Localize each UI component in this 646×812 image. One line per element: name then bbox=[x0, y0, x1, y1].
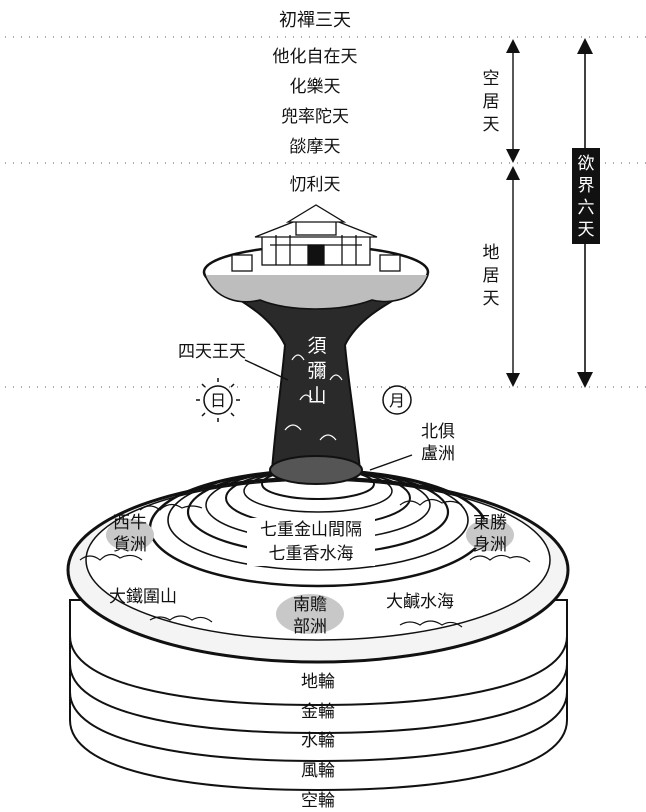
layer-band-line-2 bbox=[69, 663, 568, 735]
sumeru-summit-rocks bbox=[204, 274, 429, 310]
south-continent-label-1: 南贍 bbox=[293, 595, 327, 615]
heaven-label-tusita: 兜率陀天 bbox=[281, 107, 349, 127]
sun-icon bbox=[196, 378, 240, 422]
heaven-label-yama: 燄摩天 bbox=[290, 137, 341, 157]
sky-dwelling-label-char-3: 天 bbox=[483, 115, 500, 135]
sumeru-label-char-3: 山 bbox=[307, 385, 326, 407]
fragrant-seas-label: 七重香水海 bbox=[269, 544, 354, 564]
four-kings-pointer bbox=[244, 359, 289, 381]
west-continent-label-2: 貨洲 bbox=[113, 535, 147, 555]
sky-dwelling-label-char-2: 居 bbox=[483, 92, 500, 112]
desire-realm-box bbox=[572, 148, 600, 244]
heaven-label-nirmanarati: 化樂天 bbox=[290, 77, 341, 97]
mount-sumeru bbox=[202, 244, 430, 485]
trayastrimsa-palace bbox=[231, 204, 401, 272]
inner-seas-label-box bbox=[247, 518, 375, 566]
west-continent-label-1: 西牛 bbox=[113, 513, 147, 533]
layer-band-line-1 bbox=[69, 635, 568, 707]
sumeru-rock-highlights bbox=[284, 354, 343, 441]
earth-dwelling-label-char-2: 居 bbox=[483, 266, 500, 286]
south-continent-patch bbox=[276, 594, 344, 634]
sumeru-label-char-1: 須 bbox=[307, 335, 326, 357]
iron-mountain-label: 大鐵圍山 bbox=[109, 587, 177, 607]
earth-dwelling-label-char-3: 天 bbox=[483, 289, 500, 309]
layer-water-wheel-label: 水輪 bbox=[301, 731, 335, 751]
east-continent-label-1: 東勝 bbox=[473, 513, 507, 533]
heaven-label-paranirmita: 他化自在天 bbox=[273, 47, 358, 67]
earth-dwelling-label-char-1: 地 bbox=[483, 243, 500, 263]
desire-realm-char-4: 天 bbox=[578, 220, 595, 240]
sky-dwelling-label-char-1: 空 bbox=[483, 69, 500, 89]
heaven-top-label: 初禪三天 bbox=[279, 10, 351, 31]
desire-realm-char-2: 界 bbox=[578, 176, 595, 196]
east-continent-patch bbox=[466, 519, 514, 551]
layer-gold-wheel-label: 金輪 bbox=[301, 702, 335, 722]
moon-label: 月 bbox=[389, 391, 405, 410]
layer-earth-wheel-label: 地輪 bbox=[301, 672, 335, 692]
north-continent-label-2: 盧洲 bbox=[421, 444, 455, 464]
desire-realm-char-3: 六 bbox=[578, 198, 595, 218]
sumeru-base bbox=[269, 455, 363, 485]
south-continent-label-2: 部洲 bbox=[293, 617, 327, 637]
golden-mountains-label: 七重金山間隔 bbox=[260, 520, 362, 540]
layer-band-line-3 bbox=[69, 691, 568, 763]
layer-wind-wheel-label: 風輪 bbox=[301, 761, 335, 781]
sun-label: 日 bbox=[210, 391, 226, 410]
west-continent-patch bbox=[106, 519, 154, 551]
layer-space-wheel-label: 空輪 bbox=[301, 791, 335, 811]
north-continent-label-1: 北俱 bbox=[421, 422, 455, 442]
sumeru-label-char-2: 彌 bbox=[307, 360, 326, 382]
rocky-rim-texture bbox=[79, 498, 531, 628]
four-heavenly-kings-label: 四天王天 bbox=[178, 342, 246, 362]
salt-sea-label: 大鹹水海 bbox=[386, 592, 454, 612]
moon-icon bbox=[382, 385, 412, 415]
north-continent-pointer bbox=[369, 454, 413, 471]
heaven-label-trayastrimsa: 忉利天 bbox=[290, 175, 341, 195]
desire-realm-char-1: 欲 bbox=[578, 154, 595, 174]
east-continent-label-2: 身洲 bbox=[473, 535, 507, 555]
